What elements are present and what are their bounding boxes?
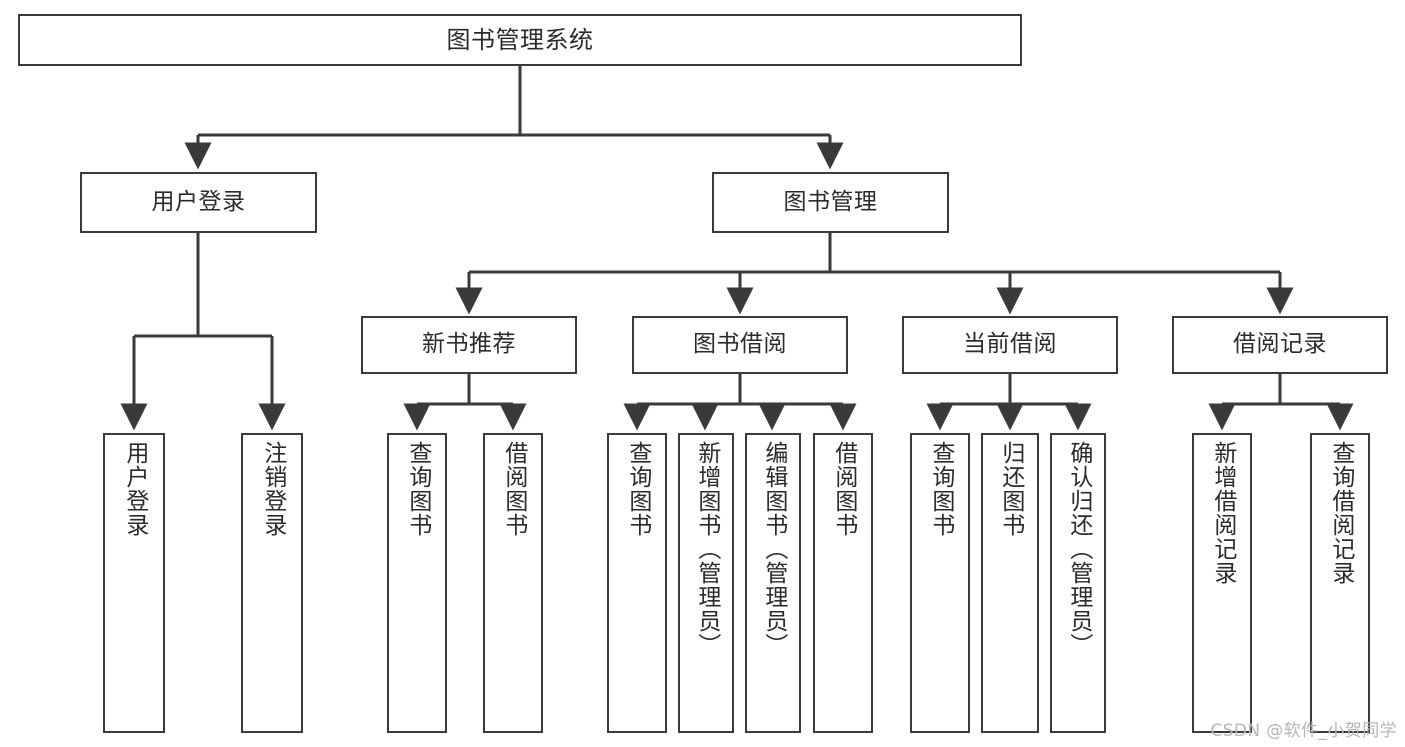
- node-leaf-add-book-label: 新增图书（管理员）: [693, 441, 720, 657]
- node-user-login[interactable]: 用户登录: [80, 172, 317, 233]
- node-book-manage-label: 图书管理: [783, 188, 878, 215]
- node-new-book-recommend[interactable]: 新书推荐: [361, 316, 577, 374]
- node-book-borrow-label: 图书借阅: [693, 331, 787, 358]
- node-leaf-logout-label: 注销登录: [259, 441, 286, 537]
- node-leaf-add-record[interactable]: 新增借阅记录: [1192, 433, 1252, 733]
- node-leaf-confirm-return[interactable]: 确认归还（管理员）: [1050, 433, 1106, 733]
- node-user-login-label: 用户登录: [151, 188, 246, 215]
- node-book-borrow[interactable]: 图书借阅: [632, 316, 848, 374]
- node-leaf-add-record-label: 新增借阅记录: [1209, 441, 1236, 585]
- node-leaf-borrow-book-2[interactable]: 借阅图书: [813, 433, 873, 733]
- node-leaf-return-book[interactable]: 归还图书: [981, 433, 1039, 733]
- node-leaf-query-book-1[interactable]: 查询图书: [387, 433, 447, 733]
- node-leaf-confirm-return-label: 确认归还（管理员）: [1065, 441, 1092, 657]
- node-new-book-recommend-label: 新书推荐: [422, 331, 516, 358]
- node-leaf-logout[interactable]: 注销登录: [241, 433, 303, 733]
- node-leaf-query-book-2-label: 查询图书: [624, 441, 651, 537]
- node-leaf-query-book-1-label: 查询图书: [404, 441, 431, 537]
- node-leaf-borrow-book-1-label: 借阅图书: [500, 441, 527, 537]
- node-leaf-add-book[interactable]: 新增图书（管理员）: [678, 433, 734, 733]
- node-leaf-borrow-book-1[interactable]: 借阅图书: [483, 433, 543, 733]
- node-borrow-record-label: 借阅记录: [1233, 331, 1327, 358]
- node-root[interactable]: 图书管理系统: [18, 14, 1022, 66]
- node-current-borrow[interactable]: 当前借阅: [902, 316, 1118, 374]
- node-leaf-edit-book-label: 编辑图书（管理员）: [760, 441, 787, 657]
- node-current-borrow-label: 当前借阅: [963, 331, 1057, 358]
- node-leaf-query-book-2[interactable]: 查询图书: [607, 433, 667, 733]
- node-leaf-query-record[interactable]: 查询借阅记录: [1310, 433, 1370, 733]
- node-leaf-query-book-3[interactable]: 查询图书: [910, 433, 970, 733]
- node-leaf-query-record-label: 查询借阅记录: [1327, 441, 1354, 585]
- node-leaf-user-login-label: 用户登录: [121, 441, 148, 537]
- node-leaf-borrow-book-2-label: 借阅图书: [830, 441, 857, 537]
- node-leaf-edit-book[interactable]: 编辑图书（管理员）: [745, 433, 801, 733]
- node-book-manage[interactable]: 图书管理: [712, 172, 949, 233]
- csdn-watermark: CSDN @软件_小贺同学: [1210, 721, 1397, 741]
- node-leaf-query-book-3-label: 查询图书: [927, 441, 954, 537]
- node-borrow-record[interactable]: 借阅记录: [1172, 316, 1388, 374]
- node-leaf-return-book-label: 归还图书: [997, 441, 1024, 537]
- node-root-label: 图书管理系统: [446, 25, 594, 54]
- node-leaf-user-login[interactable]: 用户登录: [103, 433, 165, 733]
